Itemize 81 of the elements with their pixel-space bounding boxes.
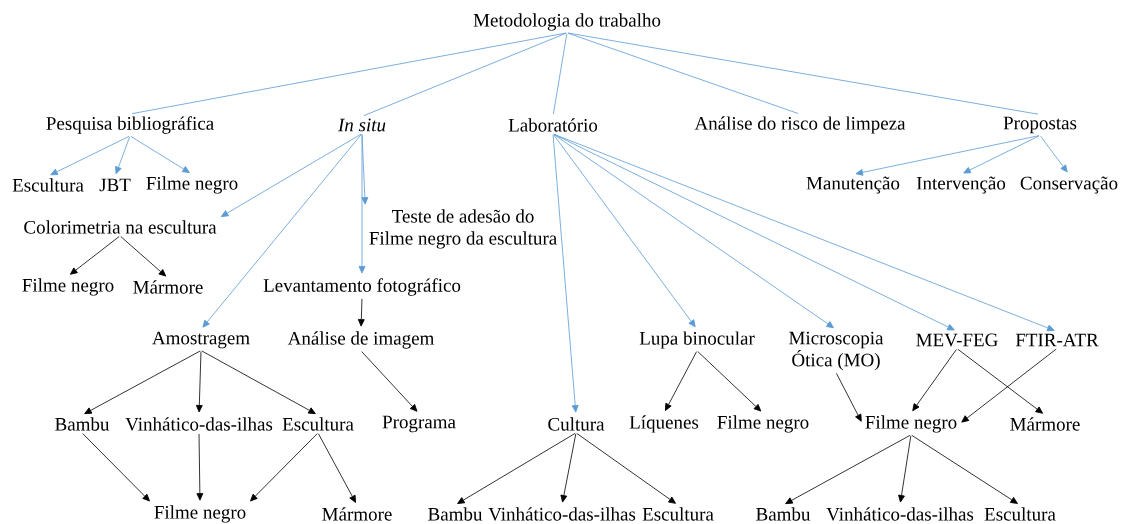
node-label: Intervenção xyxy=(916,176,1006,194)
arrow xyxy=(553,133,1055,332)
node-label: Escultura xyxy=(12,178,84,192)
node-label: Líquenes xyxy=(629,415,699,433)
node-label: Lupa binocular xyxy=(639,331,755,349)
arrow xyxy=(50,135,130,176)
arrow xyxy=(898,435,912,503)
node-label: Laboratório xyxy=(508,118,598,132)
arrow xyxy=(912,349,957,412)
arrow xyxy=(250,433,318,502)
arrow xyxy=(357,298,365,327)
node-label: Escultura xyxy=(642,507,714,521)
arrow xyxy=(318,433,356,503)
node-label: FTIR-ATR xyxy=(1015,333,1099,347)
arrow xyxy=(553,134,834,329)
arrow xyxy=(576,433,676,504)
node-label: Colorimetria na escultura xyxy=(24,220,217,234)
node-label: In situ xyxy=(337,118,386,132)
arrow xyxy=(836,373,862,422)
arrow xyxy=(552,134,579,413)
node-label: JBT xyxy=(99,178,131,192)
node-label: Filme negro xyxy=(154,505,246,523)
node-label: Mármore xyxy=(1010,417,1080,431)
arrow xyxy=(457,433,576,504)
arrow xyxy=(82,433,150,502)
title-text: Metodologia do trabalho xyxy=(473,13,661,31)
arrow xyxy=(361,351,418,412)
node-label: Bambu xyxy=(428,507,483,521)
arrow xyxy=(911,434,1018,504)
connector-line xyxy=(552,33,568,115)
connector-line xyxy=(567,32,799,114)
arrow xyxy=(697,351,762,412)
arrow xyxy=(84,350,201,415)
node-label: Programa xyxy=(382,415,456,433)
arrow xyxy=(115,136,131,175)
node-label: Análise de imagem xyxy=(287,331,435,349)
node-label: Teste de adesão do Filme negro da escultura xyxy=(369,209,557,249)
arrow xyxy=(196,433,204,501)
arrow xyxy=(665,351,697,411)
arrow xyxy=(560,433,577,503)
node-label: Microscopia Ótica (MO) xyxy=(789,331,884,371)
connector-line xyxy=(131,32,567,115)
arrow xyxy=(130,136,190,173)
arrow xyxy=(553,134,696,328)
arrow xyxy=(202,133,362,328)
arrow xyxy=(855,135,1040,176)
node-label: Mármore xyxy=(322,507,392,521)
node-label: Filme negro xyxy=(865,415,957,433)
node-label: Filme negro xyxy=(22,278,114,296)
connector-line xyxy=(363,32,567,117)
arrow xyxy=(961,348,1057,423)
node-label: Manutenção xyxy=(806,176,900,194)
arrow xyxy=(1040,135,1068,173)
arrow xyxy=(358,134,366,274)
node-label: Filme negro xyxy=(717,415,809,433)
arrow xyxy=(220,133,362,217)
node-label: Pesquisa bibliográfica xyxy=(46,116,214,134)
node-label: Vinhático-das-ilhas xyxy=(125,417,273,431)
connector-line xyxy=(567,32,1039,115)
arrow xyxy=(957,348,1043,414)
node-label: Bambu xyxy=(55,417,110,431)
node-label: Conservação xyxy=(1020,176,1118,194)
node-label: Escultura xyxy=(282,417,354,431)
arrow xyxy=(120,236,167,277)
node-label: Amostragem xyxy=(152,331,250,349)
node-label: MEV-FEG xyxy=(916,333,998,347)
node-label: Vinhático-das-ilhas xyxy=(826,507,974,521)
node-label: Cultura xyxy=(548,417,605,431)
node-label: Escultura xyxy=(984,507,1056,521)
arrow xyxy=(785,434,911,505)
node-label: Mármore xyxy=(133,280,203,294)
node-label: Vinhático-das-ilhas xyxy=(488,507,636,521)
arrow xyxy=(201,350,316,415)
node-label: Análise do risco de limpeza xyxy=(694,116,906,134)
arrow xyxy=(195,351,203,413)
node-label: Bambu xyxy=(756,507,811,521)
node-label: Filme negro xyxy=(146,176,238,194)
arrow xyxy=(69,236,120,275)
node-label: Propostas xyxy=(1003,116,1077,134)
arrow xyxy=(963,135,1040,174)
node-label: Levantamento fotográfico xyxy=(263,278,461,296)
